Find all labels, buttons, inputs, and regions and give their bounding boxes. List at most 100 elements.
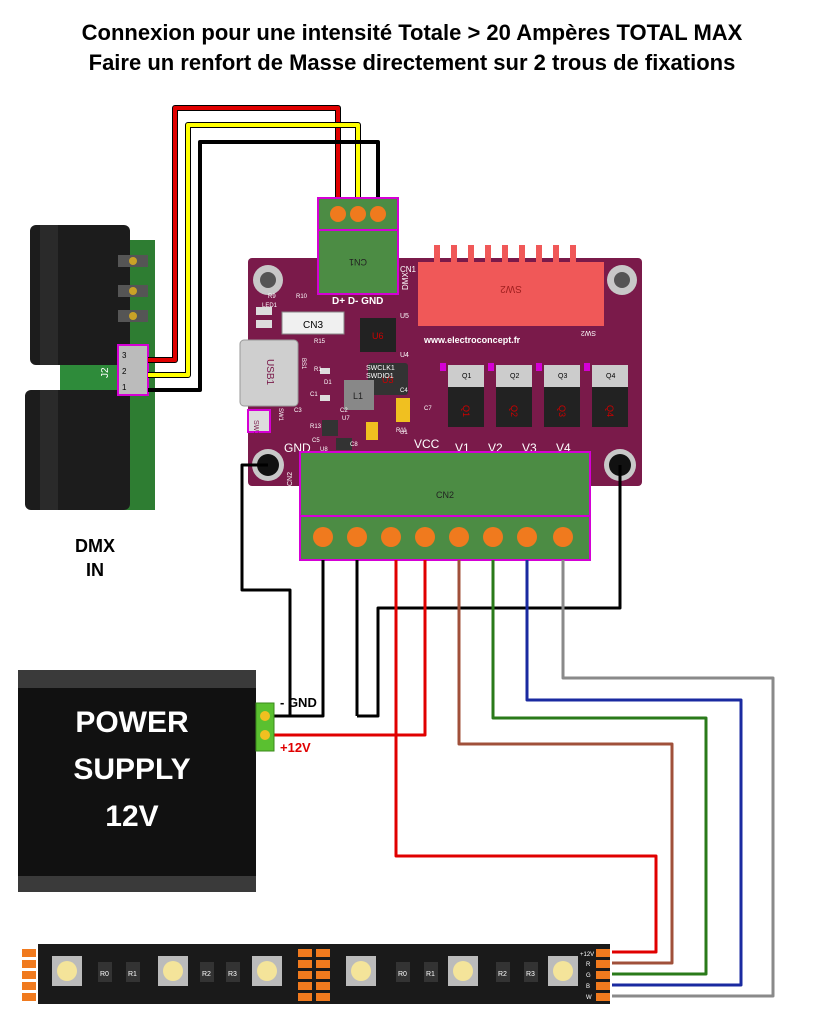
strip-resistor-r1-b: R1 <box>426 971 435 978</box>
output-wires <box>240 463 775 998</box>
swclk-label: SWCLK1 <box>366 365 395 372</box>
c1-label: C1 <box>310 392 318 398</box>
dmx-xlr-connector: J2 3 2 1 <box>25 225 155 510</box>
usb-pins-label: D+ D- GND <box>332 296 383 307</box>
u3-label: U3 <box>382 375 394 385</box>
u4-label: U4 <box>400 352 409 359</box>
cn1-label-center: CN1 <box>349 257 367 267</box>
l1-label: L1 <box>353 391 363 401</box>
r10-label: R10 <box>296 294 308 300</box>
strip-resistor-r2-a: R2 <box>202 971 211 978</box>
r13-label: R13 <box>310 424 322 430</box>
q1-label: Q1 <box>462 373 471 380</box>
d1-label: D1 <box>324 380 332 386</box>
led1-label: LED1 <box>262 303 278 309</box>
mosfet-q1-body-label: Q1 <box>461 405 471 417</box>
gnd-wire-1 <box>270 560 325 718</box>
c8-label: C8 <box>350 442 358 448</box>
cn3-label: CN3 <box>303 320 323 331</box>
psu-line-3: 12V <box>105 800 158 833</box>
blue-channel-wire <box>525 560 743 987</box>
mosfet-q3: Q3 Q3 <box>536 363 580 427</box>
sw1-label: SW1 <box>252 420 259 435</box>
diagram-title-line-2: Faire un renfort de Masse directement su… <box>88 50 736 75</box>
u8-label: U8 <box>320 447 328 453</box>
gnd-reinforcement-right <box>357 465 622 718</box>
sw1-side-label: SW1 <box>277 408 283 422</box>
red-channel-wire <box>457 560 674 965</box>
psu-line-1: POWER <box>75 706 189 739</box>
r9-label: R9 <box>268 294 276 300</box>
dmx-wires <box>148 105 380 392</box>
q2-label: Q2 <box>510 373 519 380</box>
j2-label: J2 <box>100 367 111 378</box>
white-channel-wire <box>561 560 775 998</box>
u5-label: U5 <box>400 313 409 320</box>
mosfet-q2: Q2 Q2 <box>488 363 532 427</box>
v12-wire-psu <box>270 560 427 737</box>
cn2-side-label: CN2 <box>287 472 294 486</box>
strip-resistor-r3-b: R3 <box>526 971 535 978</box>
u6-label: U6 <box>372 331 384 341</box>
q4-label: Q4 <box>606 373 615 380</box>
strip-pin-12v: +12V <box>580 952 594 958</box>
swdio-label: SWDIO1 <box>366 373 394 380</box>
c4-label: C4 <box>400 388 408 394</box>
c3-label: C3 <box>294 408 302 414</box>
mosfet-q2-body-label: Q2 <box>509 405 519 417</box>
j2-pin-2: 2 <box>122 367 127 376</box>
sw2-dip-switch: SW2 SW2 <box>418 245 604 336</box>
c2-label: C2 <box>340 408 348 414</box>
q3-label: Q3 <box>558 373 567 380</box>
diagram-title-line-1: Connexion pour une intensité Totale > 20… <box>81 20 743 45</box>
dmx-side-label: DMX <box>401 272 410 290</box>
r11-label: R11 <box>396 428 407 434</box>
strip-resistor-r3-a: R3 <box>228 971 237 978</box>
dmx-in-label-line-2: IN <box>86 560 104 580</box>
cn2-screws <box>313 527 573 547</box>
c5-label: C5 <box>312 438 320 444</box>
vcc-label: VCC <box>414 437 440 451</box>
board-url: www.electroconcept.fr <box>423 335 521 345</box>
strip-solder-pads-mid <box>298 949 330 1001</box>
j2-pin-3: 3 <box>122 351 127 360</box>
psu-gnd-label: - GND <box>280 695 317 710</box>
mosfet-q4: Q4 Q4 <box>584 363 628 427</box>
u1-label: U1 <box>400 430 408 436</box>
strip-resistor-r0-b: R0 <box>398 971 407 978</box>
strip-resistor-r1-a: R1 <box>128 971 137 978</box>
strip-leds <box>52 956 578 986</box>
dmx-wire-black <box>148 140 380 392</box>
r15-label: R15 <box>314 339 326 345</box>
led-strip: +12V R G B W R0 R1 R2 R3 R0 R1 <box>22 944 610 1004</box>
strip-pin-g: G <box>586 973 591 979</box>
dmx-in-label-line-1: DMX <box>75 536 115 556</box>
strip-resistor-r2-b: R2 <box>498 971 507 978</box>
cn2-label: CN2 <box>436 490 454 500</box>
strip-pin-w: W <box>586 995 592 1001</box>
strip-resistors: R0 R1 R2 R3 R0 R1 R2 R3 <box>98 962 538 982</box>
psu-line-2: SUPPLY <box>73 753 190 786</box>
controller-board: CN1 CN1 DMX SW2 SW2 D+ D- GND www.electr… <box>239 197 642 561</box>
usb1-label: USB1 <box>264 359 275 386</box>
strip-solder-pads-right <box>596 949 610 1001</box>
v12-wire-strip <box>394 560 658 954</box>
r1-label: R1 <box>314 367 322 373</box>
strip-resistor-r0-a: R0 <box>100 971 109 978</box>
sw2-side-label: SW2 <box>581 329 596 336</box>
green-channel-wire <box>491 560 708 976</box>
mosfet-q4-body-label: Q4 <box>605 405 615 417</box>
power-supply: POWER SUPPLY 12V <box>18 670 275 892</box>
c7-label: C7 <box>424 406 432 412</box>
sw2-label: SW2 <box>500 283 522 294</box>
bs1-label: BS1 <box>300 358 306 370</box>
j2-pin-1: 1 <box>122 383 127 392</box>
u7-label: U7 <box>342 416 350 422</box>
cn1-label: CN1 <box>400 265 417 274</box>
strip-solder-pads-left <box>22 949 36 1001</box>
mosfet-q3-body-label: Q3 <box>557 405 567 417</box>
strip-pin-r: R <box>586 962 591 968</box>
mosfet-q1: Q1 Q1 <box>440 363 484 427</box>
strip-pin-b: B <box>586 984 590 990</box>
